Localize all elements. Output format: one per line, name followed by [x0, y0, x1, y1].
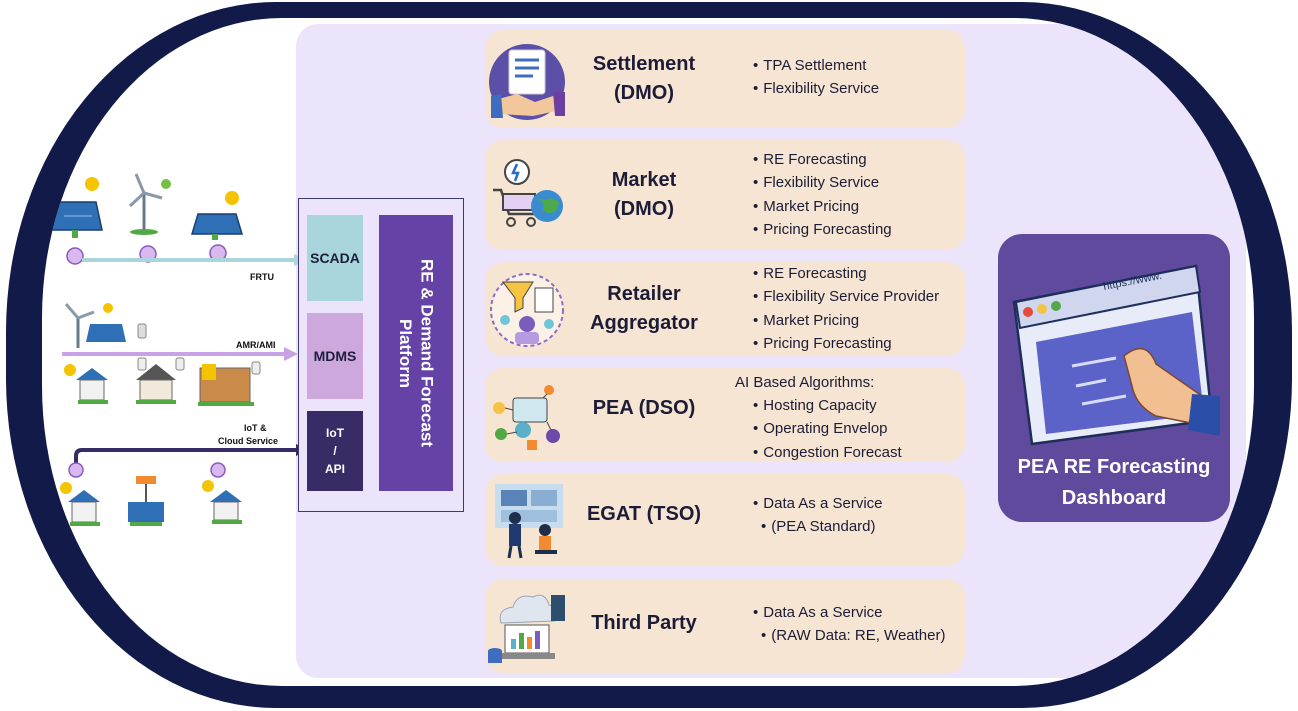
- bullet: Market Pricing: [753, 309, 939, 332]
- bullet: (RAW Data: RE, Weather): [753, 624, 945, 647]
- card-bullets: Data As a Service (RAW Data: RE, Weather…: [753, 601, 945, 648]
- card-title: Market (DMO): [559, 166, 729, 224]
- bullet: (PEA Standard): [753, 515, 883, 538]
- field-devices: [51, 173, 308, 526]
- house-icon: [202, 480, 242, 524]
- iot-cloud-label-1: IoT &: [244, 423, 267, 433]
- solar-panel-icon: [51, 177, 103, 238]
- bullet: Pricing Forecasting: [753, 218, 891, 241]
- iot-api-block: IoT / API: [307, 411, 363, 491]
- bullet: Data As a Service: [753, 601, 945, 624]
- ai-network-icon: [493, 385, 560, 450]
- bullet: Flexibility Service Provider: [753, 285, 939, 308]
- card-pre-text: AI Based Algorithms:: [735, 374, 875, 391]
- card-bullets: Hosting Capacity Operating Envelop Conge…: [753, 394, 902, 464]
- meter-icon: [137, 357, 261, 375]
- bullet: Flexibility Service: [753, 77, 879, 100]
- bullet: Data As a Service: [753, 492, 882, 515]
- dashboard-panel: https://www. PEA RE Forecasting Dashboar…: [998, 234, 1230, 522]
- bullet: Pricing Forecasting: [753, 332, 939, 355]
- house-icon: [136, 364, 176, 404]
- control-room-icon: [495, 484, 563, 559]
- iot-api-line-2: /: [333, 444, 337, 458]
- card-market: Market (DMO) RE Forecasting Flexibility S…: [485, 140, 965, 250]
- card-title-line-2: (DMO): [614, 198, 674, 220]
- amr-ami-label: AMR/AMI: [236, 340, 276, 350]
- card-third-party: Third Party Data As a Service (RAW Data:…: [485, 579, 965, 673]
- bullet: Flexibility Service: [753, 171, 892, 194]
- handshake-document-icon: [489, 44, 565, 120]
- card-bullets: RE Forecasting Flexibility Service Marke…: [753, 148, 892, 241]
- card-title: Settlement (DMO): [559, 50, 729, 108]
- wind-turbine-icon: [128, 173, 171, 235]
- card-title: EGAT (TSO): [586, 503, 702, 525]
- bullet: RE Forecasting: [753, 148, 892, 171]
- card-title-line-1: Retailer: [607, 283, 681, 305]
- bullet: TPA Settlement: [753, 54, 879, 77]
- card-bullets: Data As a Service (PEA Standard): [753, 492, 883, 539]
- iot-api-line-3: API: [324, 462, 345, 476]
- dashboard-title-line-1: PEA RE Forecasting: [1017, 456, 1211, 478]
- diagram-canvas: FRTU AMR/AMI IoT & Cloud Service SCADA M…: [42, 18, 1254, 686]
- house-icon: [64, 364, 108, 404]
- frtu-label: FRTU: [250, 272, 274, 282]
- solar-panel-icon: [190, 191, 244, 240]
- browser-touch-icon: https://www.: [1012, 264, 1220, 446]
- funnel-analytics-icon: [490, 273, 564, 347]
- house-icon: [60, 482, 100, 526]
- wind-solar-icon: [64, 303, 147, 348]
- iot-link: [74, 448, 300, 468]
- mdms-block: MDMS: [307, 313, 363, 399]
- bullet: Market Pricing: [753, 195, 892, 218]
- platform-title-line-2: Platform: [396, 318, 415, 388]
- platform-title-line-1: RE & Demand Forecast: [417, 259, 437, 447]
- bullet: Hosting Capacity: [753, 394, 902, 417]
- building-icon: [198, 364, 254, 406]
- card-title: PEA (DSO): [592, 397, 696, 419]
- bullet: Congestion Forecast: [753, 441, 901, 464]
- dashboard-title: PEA RE Forecasting Dashboard: [998, 452, 1230, 514]
- sensor-icon: [68, 462, 226, 478]
- cloud-database-icon: [488, 594, 565, 663]
- dashboard-title-line-2: Dashboard: [1061, 487, 1167, 509]
- card-bullets: TPA Settlement Flexibility Service: [753, 54, 879, 101]
- card-title-line-1: Settlement: [592, 53, 696, 75]
- shopping-cart-globe-icon: [493, 159, 563, 227]
- card-settlement: Settlement (DMO) TPA Settlement Flexibili…: [485, 30, 965, 128]
- weather-station-icon: [128, 476, 164, 526]
- bullet: RE Forecasting: [753, 262, 939, 285]
- card-title-line-2: (DMO): [614, 82, 674, 104]
- card-title-line-2: Aggregator: [590, 312, 698, 334]
- platform-box: SCADA MDMS IoT / API RE & Demand Forecas…: [298, 198, 464, 512]
- card-egat-tso: EGAT (TSO) Data As a Service (PEA Standa…: [485, 474, 965, 566]
- card-bullets: RE Forecasting Flexibility Service Provi…: [753, 262, 939, 355]
- card-title: Third Party: [591, 612, 697, 634]
- iot-api-line-1: IoT: [326, 426, 344, 440]
- bullet: Operating Envelop: [753, 417, 902, 440]
- iot-cloud-label-2: Cloud Service: [218, 436, 279, 446]
- scada-block: SCADA: [307, 215, 363, 301]
- card-pea-dso: PEA (DSO) AI Based Algorithms: Hosting C…: [485, 368, 965, 462]
- card-title-line-1: Market: [611, 169, 677, 191]
